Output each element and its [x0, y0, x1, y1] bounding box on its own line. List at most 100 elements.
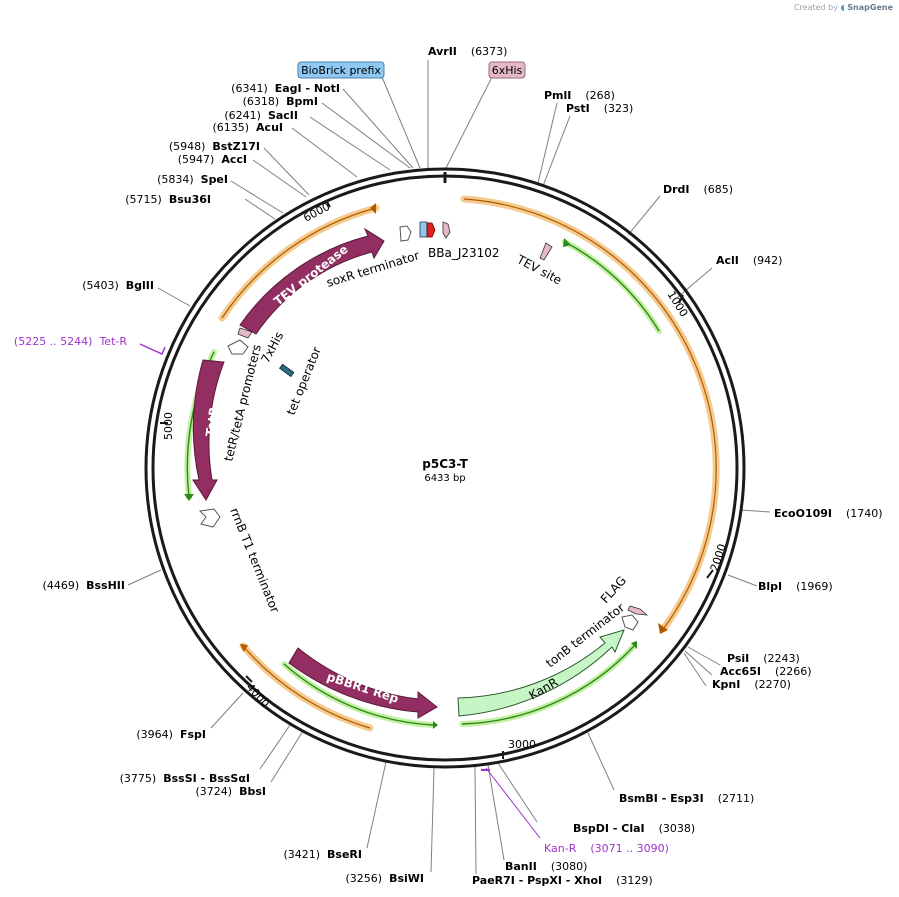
enzyme-label-eagi[interactable]: (6341) EagI - NotI	[231, 82, 340, 95]
biobrick-line	[381, 76, 421, 169]
enzyme-position: (2243)	[749, 652, 800, 665]
enzyme-position: (3256)	[345, 872, 389, 885]
enzyme-name: BssSI - BssSαI	[163, 772, 250, 785]
enzyme-label-bpmi[interactable]: (6318) BpmI	[243, 95, 318, 108]
enzyme-label-bglii[interactable]: (5403) BglII	[82, 279, 154, 292]
plasmid-name: p5C3-T	[422, 457, 468, 471]
enzyme-position: (323)	[590, 102, 634, 115]
enzyme-label-kpni[interactable]: KpnI (2270)	[712, 678, 791, 691]
rrnB-terminator-label: rrnB T1 terminator	[227, 506, 282, 615]
kan-r-primer-line	[485, 767, 541, 839]
enzyme-position: (5947)	[178, 153, 222, 166]
enzyme-name: BpmI	[286, 95, 318, 108]
enzyme-name: AccI	[221, 153, 247, 166]
enzyme-name: Bsu36I	[169, 193, 211, 206]
enzyme-label-paer7i[interactable]: PaeR7I - PspXI - XhoI (3129)	[472, 874, 653, 887]
created-by-label: Created by	[793, 3, 838, 12]
tetR-tetA-promoters-label: tetR/tetA promoters	[221, 343, 264, 463]
enzyme-label-bbsi[interactable]: (3724) BbsI	[196, 785, 266, 798]
enzyme-label-acc65i[interactable]: Acc65I (2266)	[720, 665, 812, 678]
enzyme-name: EcoO109I	[774, 507, 832, 520]
enzyme-position: (2270)	[740, 678, 791, 691]
enzyme-name: BseRI	[327, 848, 362, 861]
kanR-arrow[interactable]	[457, 629, 625, 717]
enzyme-name: AcuI	[256, 121, 283, 134]
enzyme-label-psti[interactable]: PstI (323)	[566, 102, 633, 115]
enzyme-label-bsmbi[interactable]: BsmBI - Esp3I (2711)	[619, 792, 754, 805]
enzyme-label-bsshii[interactable]: (4469) BssHII	[43, 579, 125, 592]
enzyme-name: BstZ17I	[212, 140, 260, 153]
brand-name: SnapGene	[847, 3, 893, 12]
tetR-arrow[interactable]	[192, 359, 225, 501]
plasmid-size: 6433 bp	[424, 473, 465, 484]
enzyme-name: AvrII	[428, 45, 457, 58]
tick-5000: 5000	[162, 412, 175, 440]
enzyme-name: PmlI	[544, 89, 571, 102]
tick-3000: 3000	[508, 738, 536, 751]
enzyme-label-bseri[interactable]: (3421) BseRI	[283, 848, 362, 861]
enzyme-position: (2711)	[704, 792, 755, 805]
enzyme-position: (3775)	[120, 772, 164, 785]
enzyme-name: BsiWI	[389, 872, 424, 885]
enzyme-name: FspI	[180, 728, 206, 741]
enzyme-position: (1969)	[782, 580, 833, 593]
enzyme-label-blpi[interactable]: BlpI (1969)	[758, 580, 833, 593]
enzyme-position: (4469)	[43, 579, 87, 592]
enzyme-name: BlpI	[758, 580, 782, 593]
his6-tag-box[interactable]	[488, 61, 526, 79]
kanR-label: KanR	[527, 675, 561, 703]
enzyme-name: PsiI	[727, 652, 749, 665]
enzyme-label-bsiwi[interactable]: (3256) BsiWI	[345, 872, 424, 885]
tet-operator-label: tet operator	[284, 345, 324, 417]
enzyme-label-pmli[interactable]: PmlI (268)	[544, 89, 615, 102]
his6-tag-label: 6xHis	[492, 64, 523, 77]
biobrick-tag-box[interactable]	[297, 61, 385, 79]
enzyme-label-ecoo109i[interactable]: EcoO109I (1740)	[774, 507, 883, 520]
enzyme-label-drdi[interactable]: DrdI (685)	[663, 183, 733, 196]
enzyme-label-banii[interactable]: BanII (3080)	[505, 860, 587, 873]
enzyme-label-bsssi[interactable]: (3775) BssSI - BssSαI	[120, 772, 250, 785]
enzyme-position: (5715)	[125, 193, 169, 206]
tev-protease-arrow[interactable]	[239, 227, 385, 335]
enzyme-position: (3129)	[602, 874, 653, 887]
enzyme-label-sacii[interactable]: (6241) SacII	[224, 109, 298, 122]
enzyme-position: (6341)	[231, 82, 275, 95]
pbbr1-rep-arrow[interactable]	[288, 647, 438, 719]
enzyme-label-acui[interactable]: (6135) AcuI	[212, 121, 283, 134]
enzyme-position: (3038)	[645, 822, 696, 835]
enzyme-label-fspi[interactable]: (3964) FspI	[136, 728, 206, 741]
enzyme-name: PstI	[566, 102, 590, 115]
enzyme-position: (3421)	[283, 848, 327, 861]
enzyme-label-psii[interactable]: PsiI (2243)	[727, 652, 800, 665]
tetR-label: TetR	[203, 406, 221, 437]
bba-j23102-label: BBa_J23102	[428, 246, 500, 260]
enzyme-label-acli[interactable]: AclI (942)	[716, 254, 782, 267]
enzyme-label-avrii[interactable]: AvrII (6373)	[428, 45, 507, 58]
primer-label-kan-r[interactable]: Kan-R (3071 .. 3090)	[544, 842, 669, 855]
enzyme-position: (6135)	[212, 121, 256, 134]
enzyme-label-spei[interactable]: (5834) SpeI	[157, 173, 228, 186]
tet-r-primer-marker	[139, 343, 166, 355]
enzyme-position: (942)	[739, 254, 783, 267]
enzyme-name: BsmBI - Esp3I	[619, 792, 704, 805]
primer-label-tet-r[interactable]: (5225 .. 5244) Tet-R	[14, 335, 127, 348]
enzyme-name: BanII	[505, 860, 537, 873]
enzyme-name: PaeR7I - PspXI - XhoI	[472, 874, 602, 887]
enzyme-label-bspdi[interactable]: BspDI - ClaI (3038)	[573, 822, 695, 835]
enzyme-site-lines	[127, 60, 771, 875]
enzyme-position: (3080)	[537, 860, 588, 873]
enzyme-name: BssHII	[86, 579, 125, 592]
orange-feature-arcs	[218, 195, 720, 732]
enzyme-name: SpeI	[201, 173, 228, 186]
enzyme-label-bstz17i[interactable]: (5948) BstZ17I	[169, 140, 260, 153]
enzyme-position: (685)	[690, 183, 734, 196]
enzyme-position: (5948)	[169, 140, 213, 153]
tev-site-label: TEV site	[514, 252, 564, 288]
enzyme-position: (6318)	[243, 95, 287, 108]
enzyme-position: (5834)	[157, 173, 201, 186]
enzyme-label-acci[interactable]: (5947) AccI	[178, 153, 247, 166]
enzyme-name: Acc65I	[720, 665, 761, 678]
enzyme-position: (3964)	[136, 728, 180, 741]
enzyme-label-bsu36i[interactable]: (5715) Bsu36I	[125, 193, 211, 206]
